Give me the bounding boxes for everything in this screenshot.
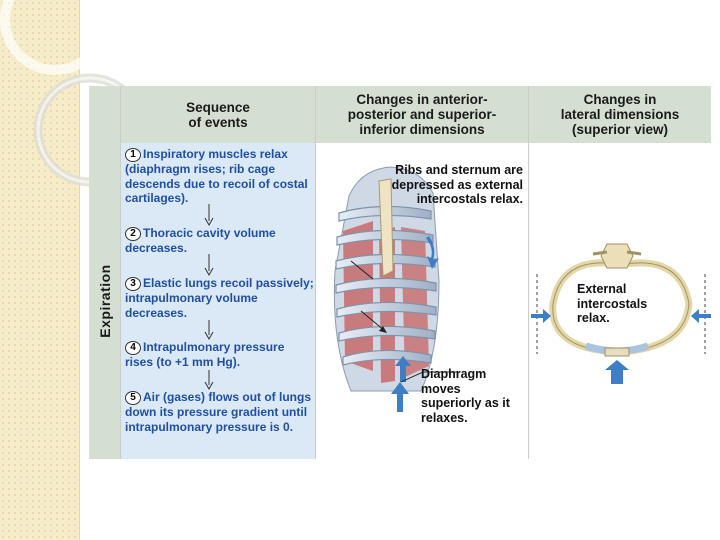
column-divider <box>528 86 529 459</box>
step-text-5: Air (gases) flows out of lungs down its … <box>125 390 312 434</box>
down-arrow-icon <box>204 320 214 340</box>
down-arrow-icon <box>204 254 214 276</box>
header-lateral-text: Changes in lateral dimensions (superior … <box>560 92 680 137</box>
step-number-1: 1 <box>125 148 141 162</box>
step-number-2: 2 <box>125 227 141 241</box>
header-sequence-text: Sequence of events <box>186 99 250 130</box>
up-blue-arrow-icon <box>395 356 411 382</box>
lateral-text: External intercostals relax. <box>577 282 648 325</box>
header-blank <box>89 86 120 143</box>
lateral-label: External intercostals relax. <box>577 282 673 326</box>
decorative-side-band <box>0 0 80 540</box>
down-arrow-icon <box>204 370 214 390</box>
down-arrow-icon <box>204 204 214 226</box>
ribs-sternum-text: Ribs and sternum are depressed as extern… <box>391 163 523 206</box>
column-divider <box>315 86 316 459</box>
header-lateral: Changes in lateral dimensions (superior … <box>529 86 711 143</box>
header-ap-si-text: Changes in anterior- posterior and super… <box>347 92 497 137</box>
diaphragm-label: Diaphragm moves superiorly as it relaxes… <box>421 367 521 425</box>
step-number-5: 5 <box>125 391 141 405</box>
header-ap-si: Changes in anterior- posterior and super… <box>316 86 528 143</box>
step-text-1: Inspiratory muscles relax (diaphragm ris… <box>125 147 308 206</box>
step-text-4: Intrapulmonary pressure rises (to +1 mm … <box>125 340 285 369</box>
step-number-4: 4 <box>125 341 141 355</box>
column-divider <box>120 86 121 459</box>
sequence-column <box>121 143 315 459</box>
expiration-table: Sequence of events Changes in anterior- … <box>89 86 711 459</box>
diaphragm-leader-line <box>400 371 457 383</box>
header-sequence: Sequence of events <box>121 86 315 143</box>
expiration-label-text: Expiration <box>96 264 113 338</box>
expiration-label: Expiration <box>89 143 120 459</box>
diaphragm-text: Diaphragm moves superiorly as it relaxes… <box>421 367 510 425</box>
superior-view-rib-illustration <box>531 243 711 384</box>
up-blue-arrow-icon <box>391 382 409 412</box>
thorax-illustration <box>333 166 440 392</box>
step-text-2: Thoracic cavity volume decreases. <box>125 226 276 255</box>
down-blue-arrow-icon <box>426 236 439 269</box>
ribs-sternum-label: Ribs and sternum are depressed as extern… <box>389 163 523 207</box>
step-number-3: 3 <box>125 277 141 291</box>
step-text-3: Elastic lungs recoil passively; intrapul… <box>125 276 314 320</box>
